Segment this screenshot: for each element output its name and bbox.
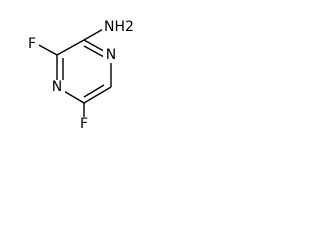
- mask-n3: [49, 80, 65, 95]
- mask-f4: [25, 37, 39, 52]
- atom-f6-label: F: [80, 116, 88, 132]
- bond-c6-c5: [83, 86, 112, 104]
- bond-c2-nh2: [83, 27, 106, 41]
- molecule-structure: N N F F NH2: [25, 19, 134, 132]
- atom-labels: N N F F NH2: [28, 19, 134, 132]
- bond-n3-c2: [56, 39, 85, 56]
- double-bonds: [62, 45, 105, 98]
- double-bond-c5-c6: [83, 84, 105, 98]
- label-masks: [25, 20, 130, 132]
- mask-f6: [77, 117, 91, 132]
- atom-amino-label: NH2: [104, 19, 134, 35]
- atom-n1-label: N: [106, 47, 116, 63]
- mask-nh2: [102, 20, 130, 35]
- atom-f4-label: F: [28, 36, 36, 52]
- mask-n1: [103, 48, 119, 63]
- substituent-bonds: [36, 27, 106, 120]
- bond-c4-f: [36, 43, 58, 56]
- double-bond-c2-n1: [83, 45, 105, 58]
- ring-bonds: [56, 39, 112, 104]
- atom-n3-label: N: [52, 79, 62, 95]
